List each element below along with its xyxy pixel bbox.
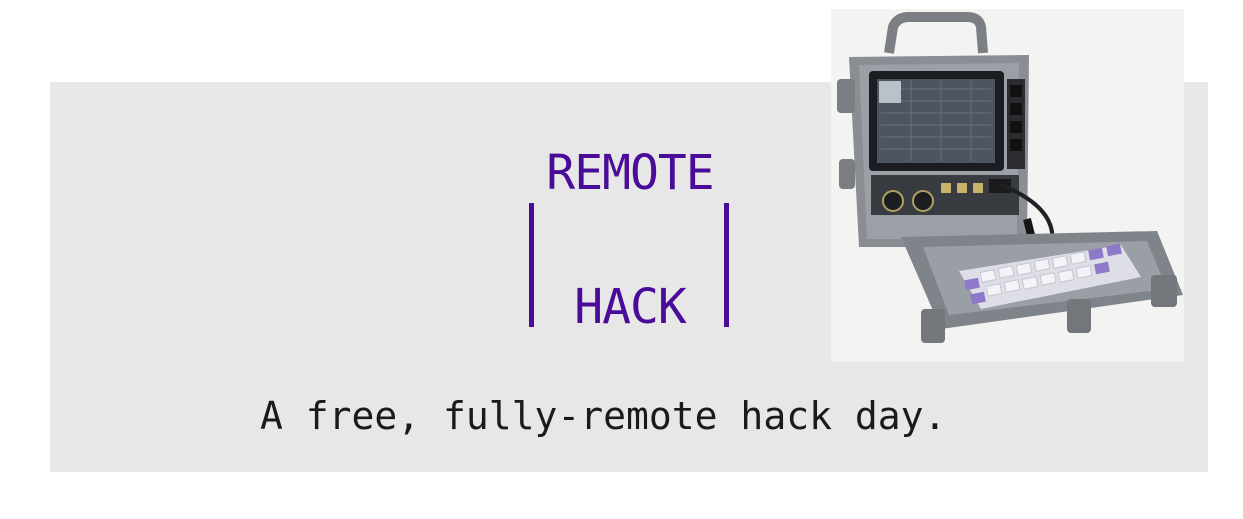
logo-line-remote: REMOTE	[546, 145, 714, 201]
rugged-computer-illustration	[831, 9, 1184, 362]
remote-hack-logo: REMOTE HACK	[524, 145, 736, 335]
tagline: A free, fully-remote hack day.	[260, 394, 947, 438]
rugged-computer-photo	[831, 9, 1184, 362]
logo-line-hack: HACK	[574, 279, 687, 335]
logo-right-bar	[724, 203, 729, 327]
logo-left-bar	[529, 203, 534, 327]
